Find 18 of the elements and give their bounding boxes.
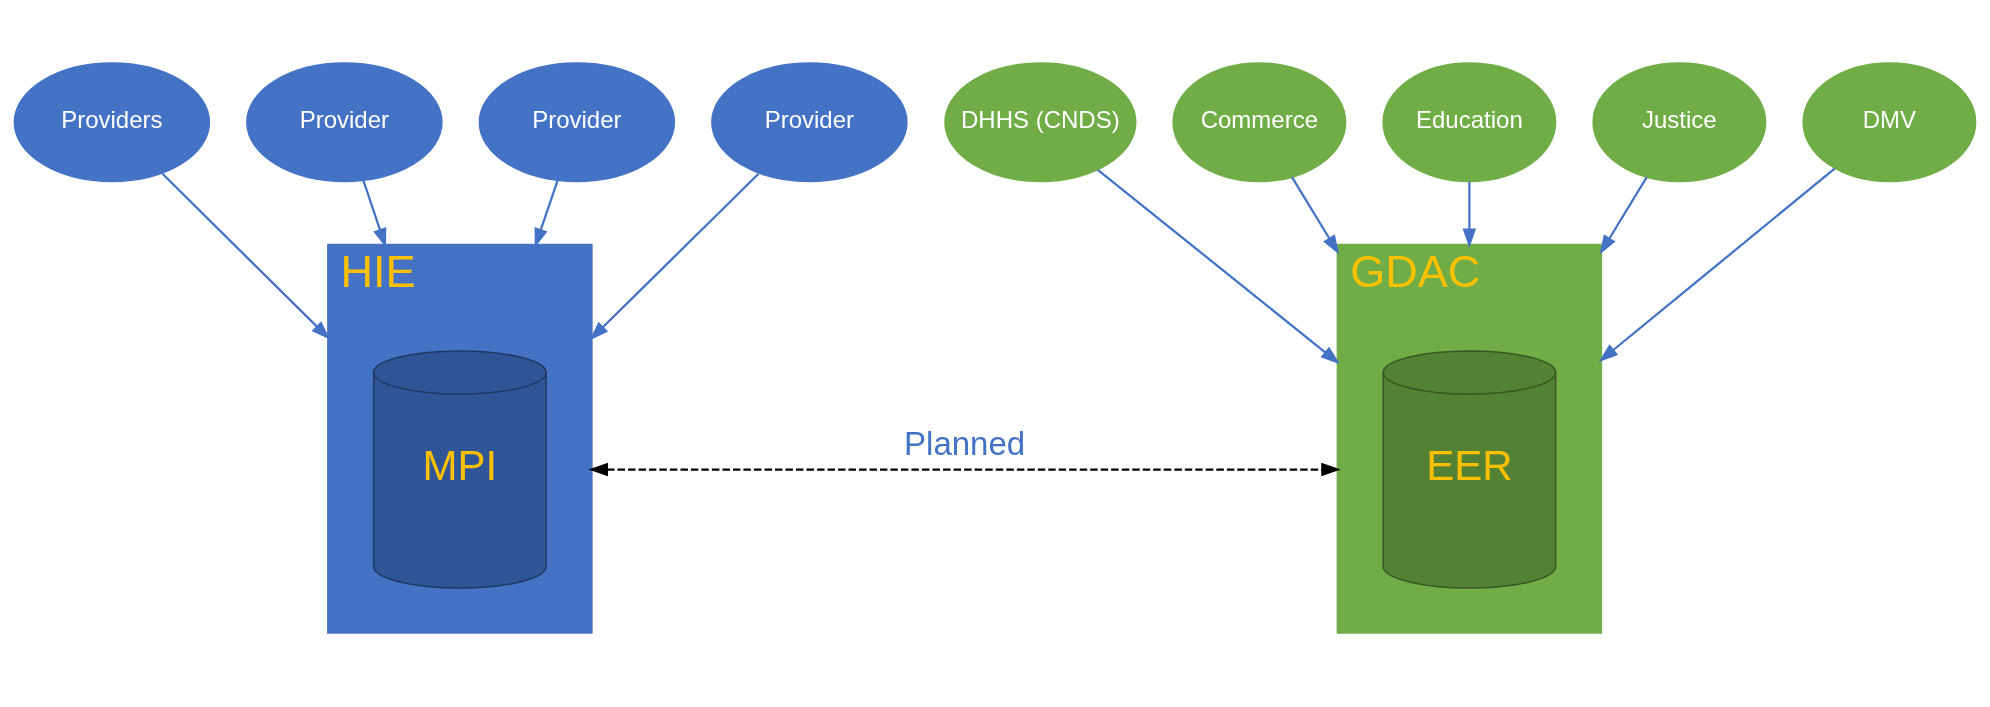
node-ellipse: Provider	[478, 61, 676, 182]
node-ellipse: Commerce	[1172, 61, 1347, 182]
arrow	[161, 172, 331, 340]
arrow	[1598, 167, 1836, 362]
edge-label: Planned	[904, 424, 1026, 462]
node-ellipse: DMV	[1802, 61, 1977, 182]
arrow	[1599, 176, 1648, 255]
node-ellipse: Provider	[246, 61, 443, 182]
arrow	[1462, 181, 1477, 248]
node-ellipse: Justice	[1592, 61, 1767, 182]
node-ellipse: DHHS (CNDS)	[944, 61, 1137, 182]
node-ellipse: Provider	[711, 61, 908, 182]
arrow	[589, 172, 760, 340]
arrow	[588, 462, 1341, 476]
node-ellipse: Education	[1382, 61, 1557, 182]
node-ellipse: Providers	[13, 61, 211, 182]
arrow	[1097, 168, 1341, 364]
arrow	[1291, 176, 1340, 255]
